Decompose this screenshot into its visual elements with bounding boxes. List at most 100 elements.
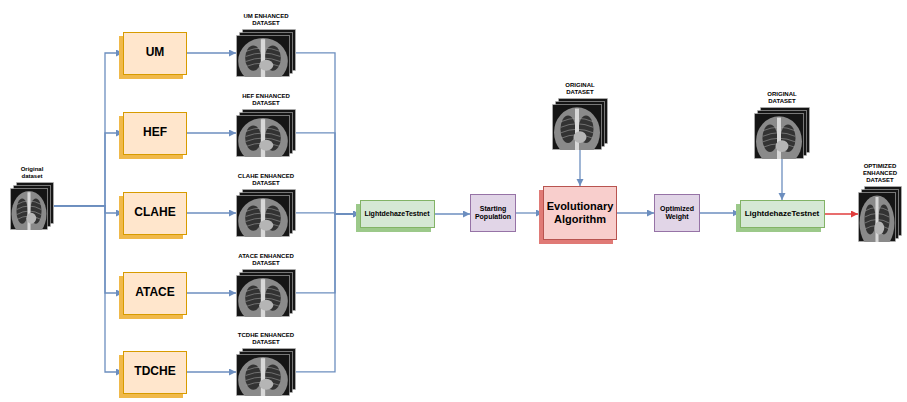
box-label: Optimized Weight	[657, 205, 697, 221]
xray-body	[554, 107, 600, 150]
connector	[781, 159, 782, 200]
image-stack: UM ENHANCED DATASET	[236, 13, 296, 77]
xray-spine	[261, 358, 265, 396]
xray-image-stack	[236, 269, 296, 317]
xray-image-stack	[236, 189, 296, 237]
xray-spine	[875, 197, 878, 242]
connector	[617, 212, 654, 213]
dataset-title: ATACE ENHANCED DATASET	[236, 253, 296, 267]
xray-image-stack	[10, 182, 54, 230]
connector	[187, 371, 236, 372]
xray-image-stack	[236, 348, 296, 396]
xray-spine	[261, 119, 265, 157]
image-stack: HEF ENHANCED DATASET	[236, 93, 296, 157]
box-label: LightdehazeTestnet	[743, 209, 822, 218]
connector	[296, 214, 360, 372]
process-box: TDCHE	[123, 351, 187, 394]
box-label: TDCHE	[126, 365, 184, 379]
xray-image-stack	[236, 29, 296, 77]
box-label: Evolutionary Algorithm	[546, 200, 614, 225]
image-stack: ATACE ENHANCED DATASET	[236, 253, 296, 317]
xray-spine	[261, 39, 265, 77]
xray-body	[238, 38, 288, 77]
process-box: Optimized Weight	[654, 194, 700, 232]
xray-heart	[574, 131, 587, 143]
dataset-title: UM ENHANCED DATASET	[236, 13, 296, 27]
connector	[700, 212, 740, 213]
dataset-title: ORIGINAL DATASET	[552, 82, 608, 96]
connector	[435, 213, 471, 214]
xray-image-stack	[754, 107, 810, 159]
connector	[187, 292, 236, 293]
xray-heart	[874, 221, 884, 234]
image-stack: ORIGINAL DATASET	[552, 82, 608, 150]
box-label: UM	[126, 46, 184, 60]
process-box: CLAHE	[123, 192, 187, 235]
connector	[187, 212, 236, 213]
xray-layer	[11, 188, 48, 230]
xray-body	[12, 191, 47, 230]
dataset-title: OPTIMIZED ENHANCED DATASET	[858, 163, 902, 184]
xray-spine	[777, 117, 781, 158]
xray-layer	[237, 35, 290, 77]
box-label: CLAHE	[126, 206, 184, 220]
xray-heart	[776, 140, 789, 152]
dataset-title: TCDHE ENHANCED DATASET	[236, 332, 296, 346]
xray-body	[238, 118, 288, 157]
xray-heart	[259, 379, 273, 390]
process-box: Evolutionary Algorithm	[543, 186, 617, 240]
xray-heart	[259, 220, 273, 231]
xray-layer	[237, 354, 290, 396]
connector	[296, 133, 360, 214]
process-box: HEF	[123, 112, 187, 155]
xray-layer	[859, 192, 896, 242]
dataset-title: HEF ENHANCED DATASET	[236, 93, 296, 107]
xray-image-stack	[552, 98, 608, 150]
xray-body	[238, 357, 288, 396]
xray-body	[238, 278, 288, 317]
xray-body	[238, 198, 288, 237]
connector	[54, 133, 123, 206]
xray-heart	[26, 213, 36, 224]
image-stack: TCDHE ENHANCED DATASET	[236, 332, 296, 396]
connector	[296, 53, 360, 214]
xray-heart	[259, 300, 273, 311]
image-stack: Original dataset	[10, 166, 54, 230]
connector	[54, 206, 123, 213]
xray-spine	[27, 192, 30, 230]
xray-heart	[259, 140, 273, 151]
box-label: Starting Population	[473, 205, 513, 221]
image-stack: ORIGINAL DATASET	[754, 91, 810, 159]
dataset-title: CLAHE ENHANCED DATASET	[236, 173, 296, 187]
xray-image-stack	[236, 109, 296, 157]
process-box: Starting Population	[470, 194, 516, 232]
image-stack: CLAHE ENHANCED DATASET	[236, 173, 296, 237]
xray-layer	[755, 113, 804, 159]
xray-heart	[259, 60, 273, 71]
connector	[54, 206, 123, 372]
xray-layer	[237, 115, 290, 157]
process-box: UM	[123, 32, 187, 75]
connector	[516, 212, 543, 213]
xray-body	[756, 116, 802, 159]
connector	[825, 213, 859, 215]
connector	[187, 132, 236, 133]
box-label: HEF	[126, 126, 184, 140]
process-box: LightdehazeTestnet	[740, 200, 825, 228]
xray-layer	[553, 104, 602, 150]
connector	[187, 52, 236, 53]
connector	[296, 214, 360, 293]
connector	[54, 206, 123, 293]
image-stack: OPTIMIZED ENHANCED DATASET	[858, 163, 902, 242]
xray-layer	[237, 275, 290, 317]
xray-spine	[261, 279, 265, 317]
xray-spine	[261, 199, 265, 237]
connector	[54, 53, 123, 206]
process-box: ATACE	[123, 272, 187, 315]
xray-body	[860, 195, 895, 242]
xray-spine	[575, 108, 579, 149]
xray-image-stack	[858, 186, 902, 242]
xray-layer	[237, 195, 290, 237]
box-label: LightdehazeTestnet	[363, 210, 432, 218]
dataset-title: Original dataset	[10, 166, 54, 180]
